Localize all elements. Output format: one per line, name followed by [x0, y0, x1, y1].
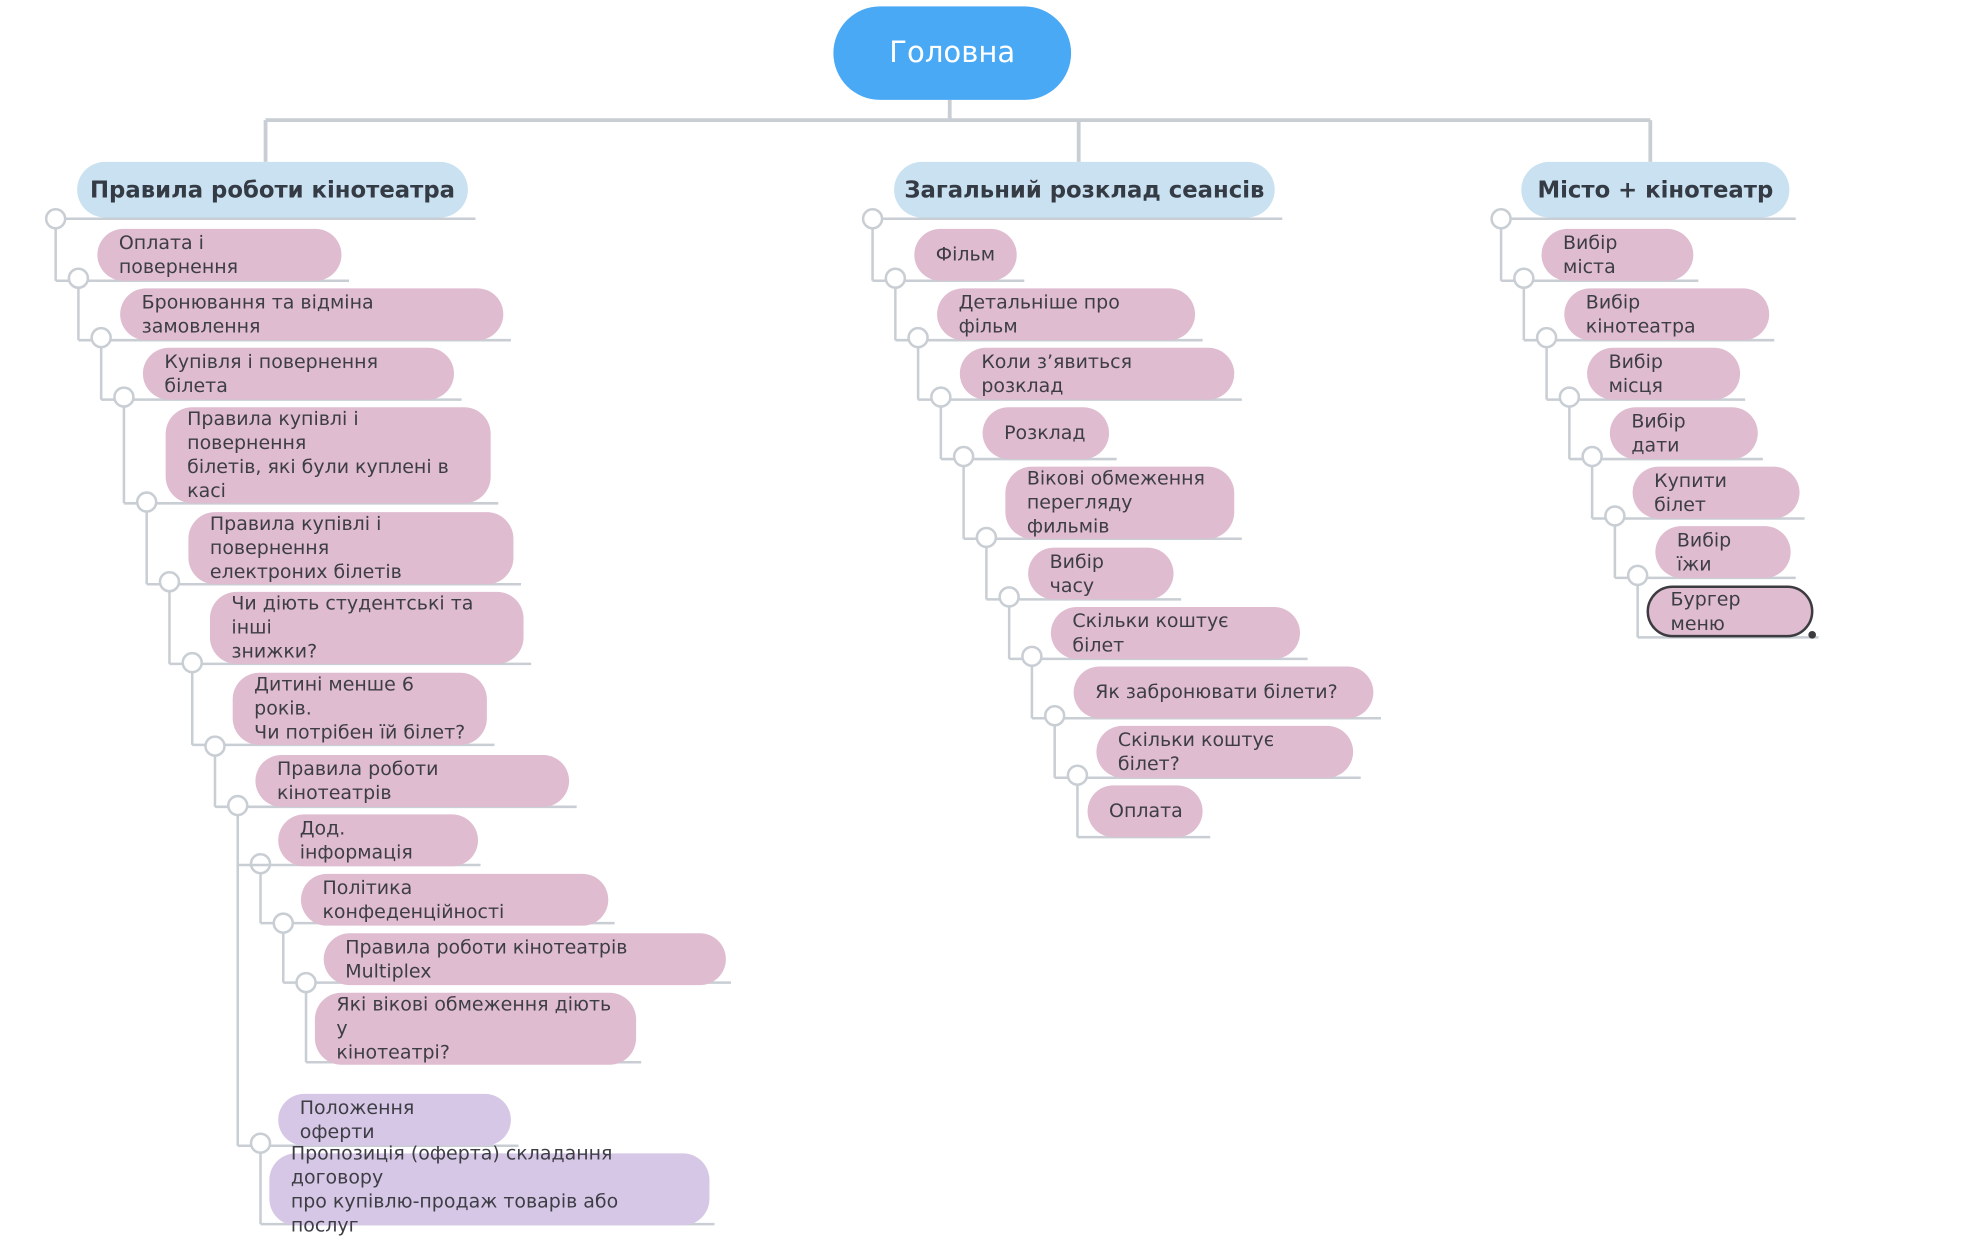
node-choose-food[interactable]: Вибір їжи	[1655, 526, 1791, 578]
collapse-toggle-icon	[295, 971, 317, 994]
collapse-toggle-icon	[44, 208, 67, 230]
collapse-toggle-icon	[135, 491, 158, 513]
node-schedule[interactable]: Розклад	[982, 407, 1110, 460]
node-age-limits-films[interactable]: Вікові обмеження перегляду фильмів	[1005, 466, 1235, 539]
node-extra-info[interactable]: Дод. інформація	[278, 814, 479, 867]
collapse-toggle-icon	[952, 445, 975, 468]
node-privacy-policy[interactable]: Політика конфеденційності	[300, 873, 609, 926]
node-ticket-price-question[interactable]: Скільки коштує білет?	[1096, 725, 1354, 778]
collapse-toggle-icon	[1021, 645, 1043, 668]
collapse-toggle-icon	[1066, 764, 1089, 786]
node-film-details[interactable]: Детальніше про фільм	[937, 288, 1196, 341]
root-node-golovna[interactable]: Головна	[833, 6, 1072, 100]
collapse-toggle-icon	[1581, 445, 1603, 468]
collapse-toggle-icon	[861, 208, 884, 230]
collapse-toggle-icon	[884, 267, 907, 289]
collapse-toggle-icon	[249, 1132, 272, 1154]
collapse-toggle-icon	[90, 326, 112, 349]
node-ticket-purchase-refund[interactable]: Купівля і повернення білета	[142, 347, 454, 400]
node-payment[interactable]: Оплата	[1087, 785, 1203, 838]
collapse-toggle-icon	[67, 267, 90, 289]
collapse-toggle-icon	[1604, 505, 1626, 527]
collapse-toggle-icon	[1626, 564, 1649, 587]
node-choose-city[interactable]: Вибір міста	[1541, 228, 1694, 281]
branch-schedule[interactable]: Загальний розклад сеансів	[894, 161, 1275, 218]
node-offer-proposal[interactable]: Пропозиція (оферта) складання договору п…	[269, 1141, 710, 1236]
collapse-toggle-icon	[975, 526, 998, 549]
collapse-toggle-icon	[1490, 208, 1512, 230]
node-buy-ticket[interactable]: Купити білет	[1632, 466, 1800, 519]
branch-city-cinema[interactable]: Місто + кінотеатр	[1521, 161, 1790, 218]
collapse-toggle-icon	[907, 326, 929, 349]
node-ticket-price[interactable]: Скільки коштує білет	[1050, 607, 1301, 659]
node-student-discounts[interactable]: Чи діють студентські та інші знижки?	[209, 591, 524, 664]
collapse-toggle-icon	[226, 794, 249, 817]
collapse-toggle-icon	[1535, 326, 1558, 349]
collapse-toggle-icon	[1513, 267, 1535, 289]
collapse-toggle-icon	[113, 386, 135, 408]
node-payment-refund[interactable]: Оплата і повернення	[97, 228, 342, 281]
node-schedule-when[interactable]: Коли з’явиться розклад	[959, 347, 1235, 400]
collapse-toggle-icon	[204, 735, 226, 757]
node-burger-menu[interactable]: Бургер меню	[1646, 585, 1814, 638]
collapse-toggle-icon	[272, 912, 295, 934]
node-child-ticket[interactable]: Дитині менше 6 років. Чи потрібен їй біл…	[232, 672, 487, 745]
collapse-toggle-icon	[1558, 386, 1581, 408]
node-box-office-ticket-rules[interactable]: Правила купівлі і повернення білетів, як…	[165, 407, 491, 504]
node-how-to-book[interactable]: Як забронювати білети?	[1073, 666, 1374, 719]
node-film[interactable]: Фільм	[914, 228, 1017, 281]
collapse-toggle-icon	[158, 570, 181, 593]
node-choose-date[interactable]: Вибір дати	[1609, 407, 1758, 460]
node-e-ticket-rules[interactable]: Правила купівлі і повернення електроних …	[188, 512, 514, 585]
node-choose-time[interactable]: Вибір часу	[1028, 547, 1174, 600]
node-choose-cinema[interactable]: Вибір кінотеатра	[1564, 288, 1770, 341]
node-multiplex-rules[interactable]: Правила роботи кінотеатрів Multiplex	[323, 933, 726, 986]
collapse-toggle-icon	[181, 651, 203, 674]
branch-rules[interactable]: Правила роботи кінотеатра	[77, 161, 468, 218]
collapse-toggle-icon	[998, 586, 1020, 608]
node-age-restrictions[interactable]: Які вікові обмеження діють у кінотеатрі?	[314, 992, 637, 1065]
node-booking-cancel[interactable]: Бронювання та відміна замовлення	[120, 288, 504, 341]
collapse-toggle-icon	[930, 386, 952, 408]
collapse-toggle-icon	[1043, 705, 1066, 727]
node-cinema-rules[interactable]: Правила роботи кінотеатрів	[255, 754, 570, 807]
resize-handle-icon	[1808, 631, 1816, 639]
node-choose-seat[interactable]: Вибір місця	[1587, 347, 1741, 400]
node-offer-terms[interactable]: Положення оферти	[278, 1093, 511, 1146]
